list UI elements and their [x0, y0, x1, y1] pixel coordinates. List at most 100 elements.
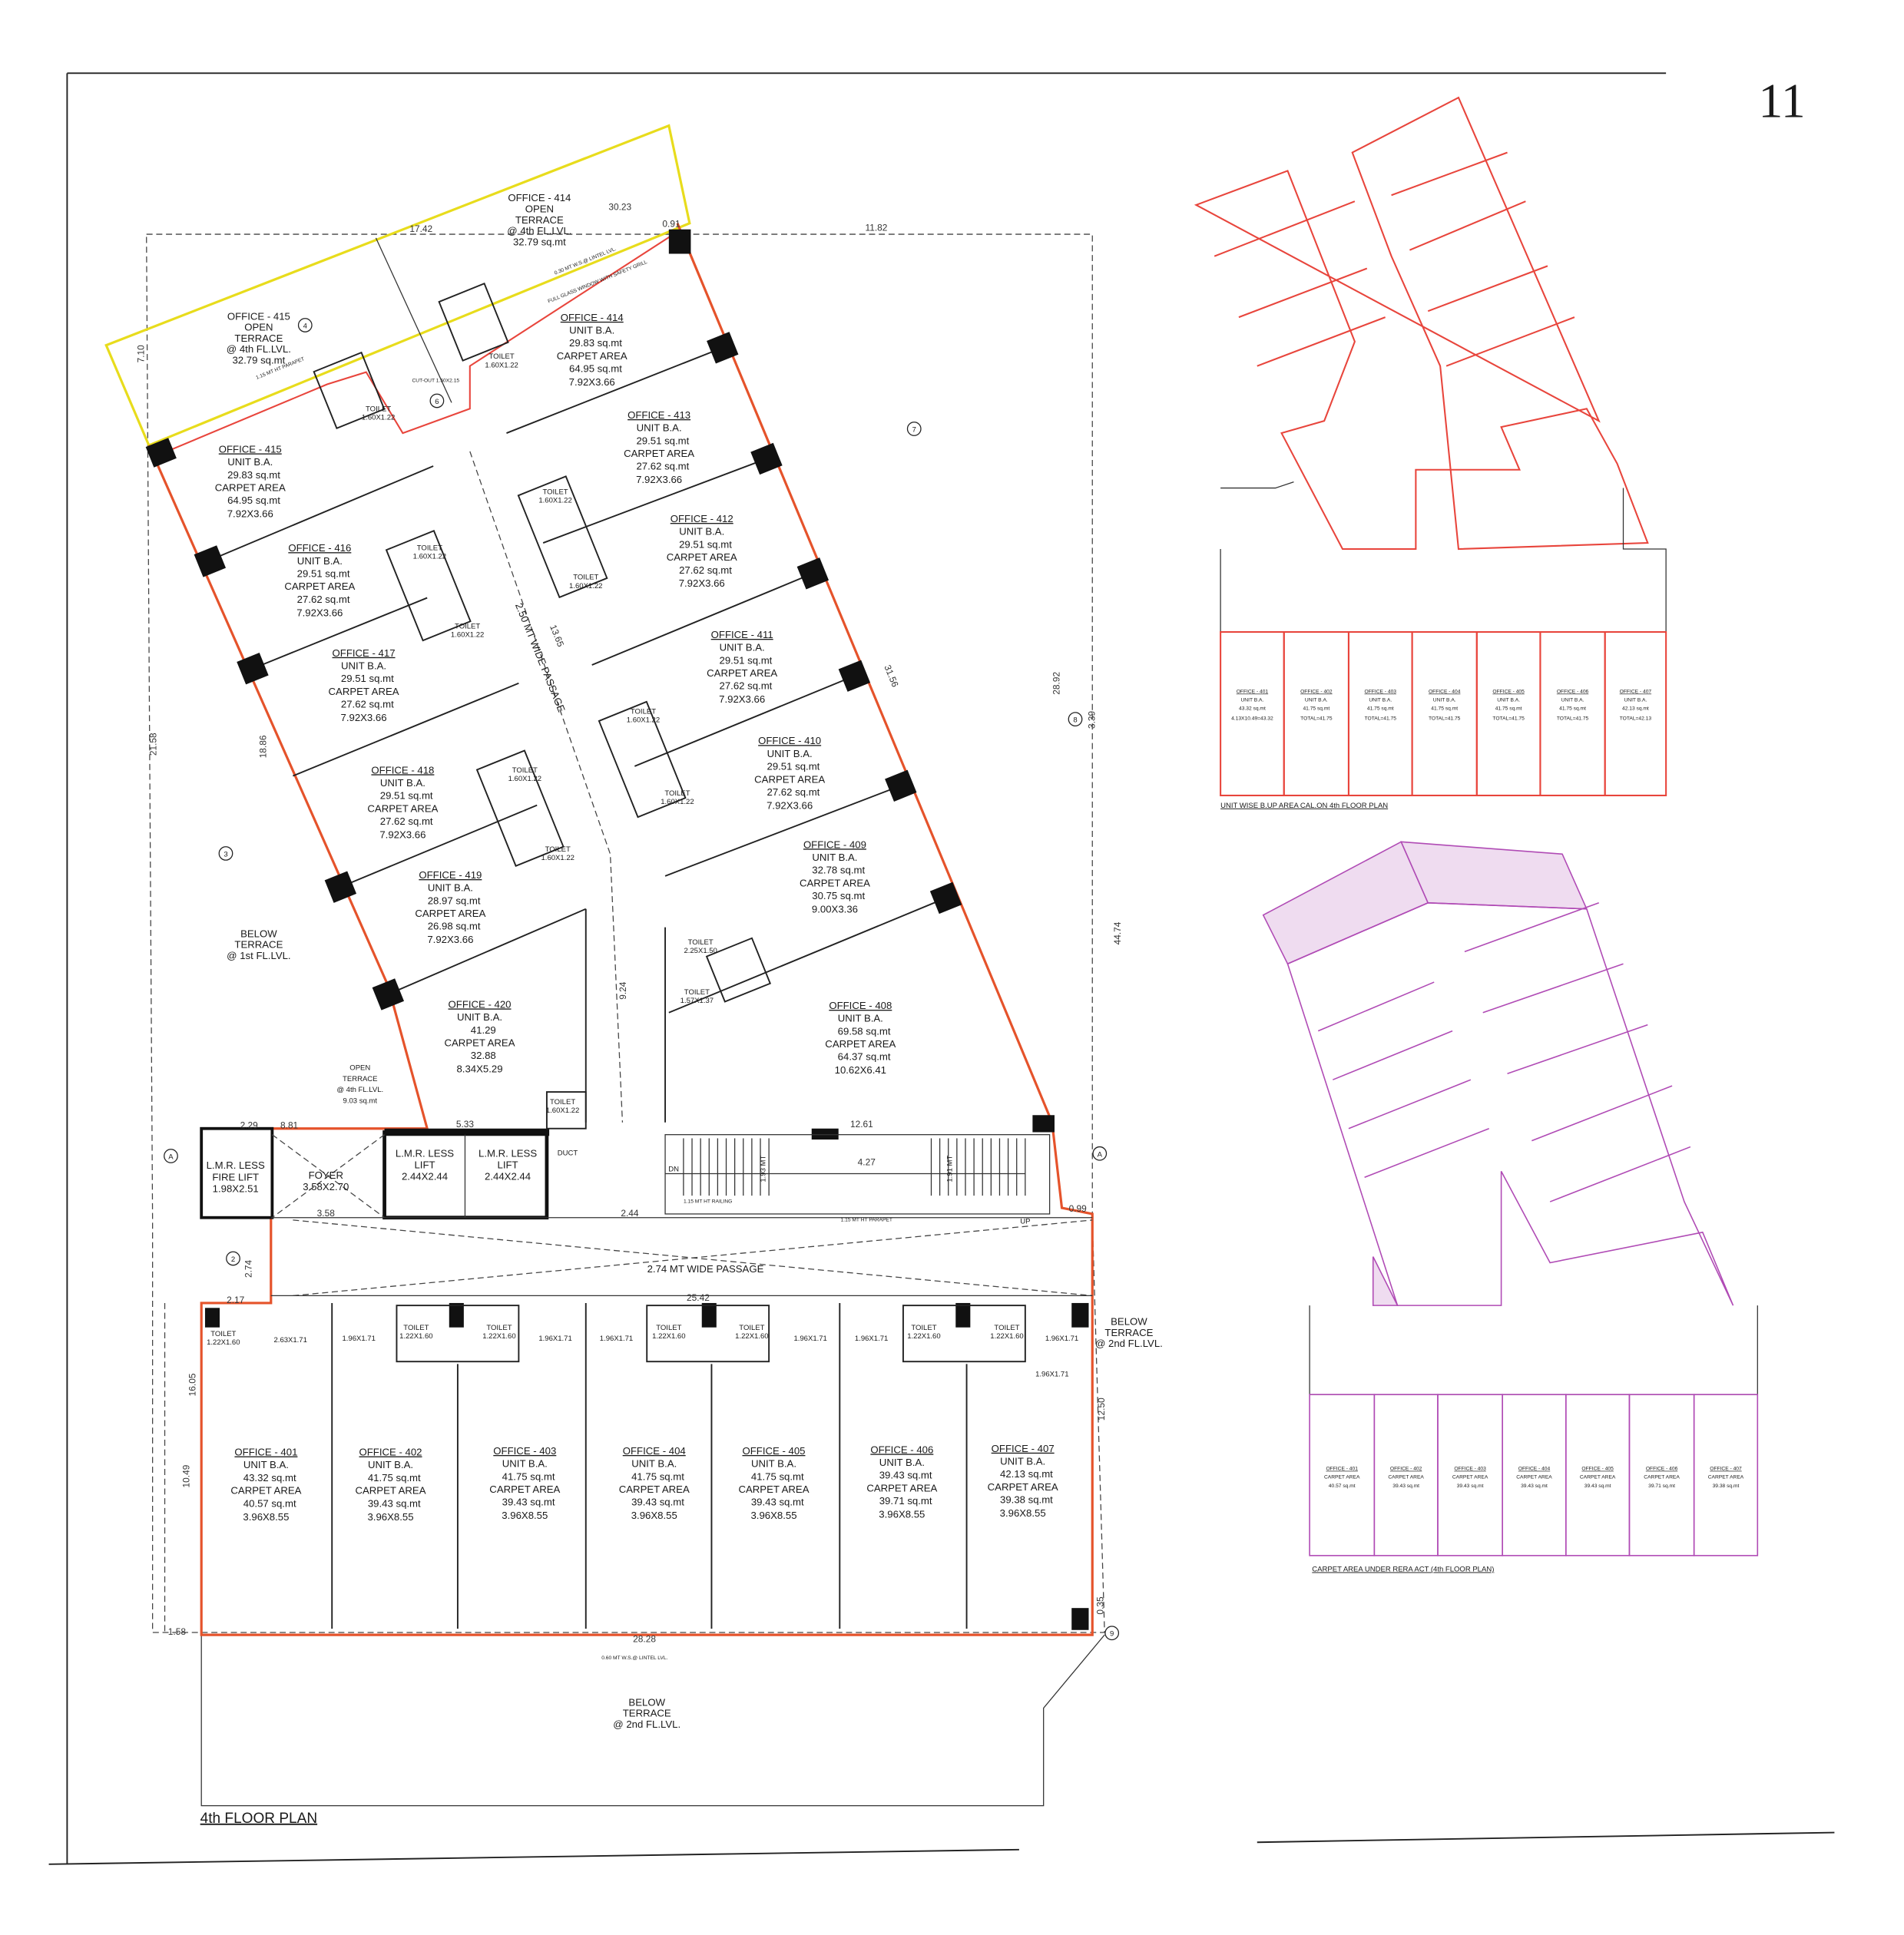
carpet-area-value: 40.57 sq.mt	[243, 1497, 296, 1509]
toilet-dimensions: 1.22X1.60	[482, 1332, 515, 1341]
dimension-text: 3.58	[317, 1208, 336, 1219]
lift1-label: LIFT	[414, 1159, 435, 1170]
lintel-label: 0.60 MT W.S.@ LINTEL LVL.	[601, 1656, 667, 1661]
dimension-text: 12.50	[1096, 1398, 1107, 1421]
office-dimensions: 7.92X3.66	[227, 508, 273, 520]
toilet-dimensions: 1.22X1.60	[990, 1332, 1023, 1341]
toilet-label: TOILET	[512, 766, 538, 775]
unit-ba-label: UNIT B.A.	[679, 526, 724, 538]
terrace-label: 9.03 sq.mt	[343, 1096, 378, 1105]
toilet-label: TOILET	[545, 845, 571, 854]
stair-up-label: UP	[1020, 1218, 1030, 1226]
carpet-area-label: CARPET AREA	[356, 1485, 426, 1497]
toilet-dimensions: 1.22X1.60	[207, 1338, 240, 1347]
terrace-label: TERRACE	[623, 1708, 671, 1719]
pantry-size: 1.96X1.71	[1045, 1335, 1078, 1343]
office-name: OFFICE - 408	[829, 1000, 892, 1011]
dimension-text: 1.58	[168, 1626, 187, 1637]
plan-title: 4th FLOOR PLAN	[200, 1811, 317, 1827]
duct-label: DUCT	[558, 1149, 578, 1158]
unit-ba-label: UNIT B.A.	[637, 422, 682, 434]
dimension-text: 13.65	[548, 623, 566, 648]
toilet-label: TOILET	[489, 352, 515, 361]
grid-marker-circle	[226, 1251, 240, 1266]
carpet-area-label: CARPET AREA	[415, 908, 485, 919]
terrace-label: TERRACE	[343, 1075, 377, 1083]
mini-unit-ba-label: UNIT B.A.	[1433, 698, 1456, 703]
unit-ba-label: UNIT B.A.	[812, 852, 857, 863]
unit-ba-value: 29.83 sq.mt	[227, 469, 280, 481]
mini-unit-cell	[1347, 631, 1413, 796]
toilet-dimensions: 1.22X1.60	[907, 1332, 940, 1341]
toilet-dimensions: 1.60X1.22	[627, 716, 660, 725]
carpet-area-label: CARPET AREA	[489, 1484, 560, 1495]
carpet-area-value: 64.95 sq.mt	[569, 363, 622, 375]
mini-unit-name: OFFICE - 402	[1300, 689, 1333, 694]
dimension-text: 18.86	[257, 735, 268, 758]
toilet-dimensions: 1.60X1.22	[413, 553, 446, 561]
mini-unit-calc: 4.13X10.49=43.32	[1231, 716, 1273, 721]
office-dimensions: 3.96X8.55	[367, 1511, 413, 1523]
mini-unit-calc: TOTAL=41.75	[1557, 716, 1589, 721]
dimension-text: 0.91	[662, 219, 680, 230]
mini-unit-ba: 41.75 sq.mt	[1303, 706, 1329, 712]
terrace-label: BELOW	[628, 1696, 665, 1708]
carpet-area-label: CARPET AREA	[230, 1485, 301, 1497]
dimension-text: 9.24	[618, 981, 628, 1000]
wing-passage-label: 2.50 MT WIDE PASSAGE	[513, 601, 568, 714]
unit-ba-label: UNIT B.A.	[502, 1458, 548, 1470]
office-name: OFFICE - 416	[288, 542, 351, 554]
toilet-label: TOILET	[542, 488, 568, 497]
office-name: OFFICE - 419	[419, 869, 482, 881]
lift2-label: LIFT	[498, 1159, 518, 1170]
carpet-area-value: 39.43 sq.mt	[751, 1497, 804, 1508]
terrace-label: @ 4th FL.LVL.	[227, 343, 291, 355]
window-label: FULL GLASS WINDOW WITH SAFETY GRILL	[547, 260, 647, 305]
carpet-area-value: 27.62 sq.mt	[679, 564, 732, 576]
office-name: OFFICE - 412	[671, 513, 733, 524]
mini-unit-name: OFFICE - 406	[1557, 689, 1589, 694]
unit-ba-value: 41.75 sq.mt	[502, 1470, 555, 1482]
office-name: OFFICE - 409	[803, 838, 866, 850]
mini-carpet-label: CARPET AREA	[1644, 1475, 1680, 1480]
mini-unit-cell	[1411, 631, 1478, 796]
office-name: OFFICE - 411	[711, 629, 773, 640]
mini-unit-cell	[1475, 631, 1541, 796]
office-dimensions: 7.92X3.66	[427, 934, 473, 945]
unit-ba-label: UNIT B.A.	[631, 1458, 677, 1470]
mini-carpet-label: CARPET AREA	[1452, 1475, 1488, 1480]
grid-marker-circle	[297, 318, 313, 332]
office-name: OFFICE - 410	[758, 735, 821, 746]
dimension-text: 16.05	[187, 1373, 197, 1396]
unit-ba-label: UNIT B.A.	[751, 1458, 796, 1470]
dimension-text: 5.33	[456, 1119, 475, 1130]
dimension-text: 3.39	[1086, 710, 1097, 729]
terrace-label: @ 2nd FL.LVL.	[613, 1718, 680, 1730]
mini-unit-carpet: 40.57 sq.mt	[1329, 1484, 1356, 1489]
carpet-area-label: CARPET AREA	[367, 802, 438, 814]
carpet-area-label: CARPET AREA	[825, 1038, 896, 1050]
lift2-label: L.M.R. LESS	[478, 1147, 537, 1159]
grid-marker-label: A	[168, 1153, 174, 1161]
office-dimensions: 10.62X6.41	[835, 1064, 886, 1076]
core-block	[200, 1126, 1093, 1297]
mini-unit-name: OFFICE - 404	[1518, 1467, 1551, 1472]
office-dimensions: 7.92X3.66	[679, 577, 725, 589]
dimension-text: 12.61	[850, 1119, 873, 1130]
cutout-label: CUT-OUT 1.50X2.15	[412, 378, 459, 383]
toilet-label: TOILET	[631, 708, 656, 716]
unit-ba-value: 29.51 sq.mt	[297, 568, 350, 580]
carpet-area-label: CARPET AREA	[988, 1481, 1058, 1493]
mini-unit-ba: 41.75 sq.mt	[1431, 706, 1458, 712]
unit-ba-value: 29.83 sq.mt	[569, 337, 622, 349]
mini-unit-cell	[1220, 631, 1285, 796]
dimension-text: 44.74	[1112, 921, 1123, 944]
mini-unit-ba: 41.75 sq.mt	[1559, 706, 1586, 712]
office-dimensions: 7.92X3.66	[719, 693, 765, 705]
unit-ba-label: UNIT B.A.	[838, 1013, 883, 1024]
office-name: OFFICE - 420	[449, 998, 512, 1010]
mini-unit-ba-label: UNIT B.A.	[1497, 698, 1520, 703]
carpet-area-label: CARPET AREA	[445, 1037, 515, 1048]
